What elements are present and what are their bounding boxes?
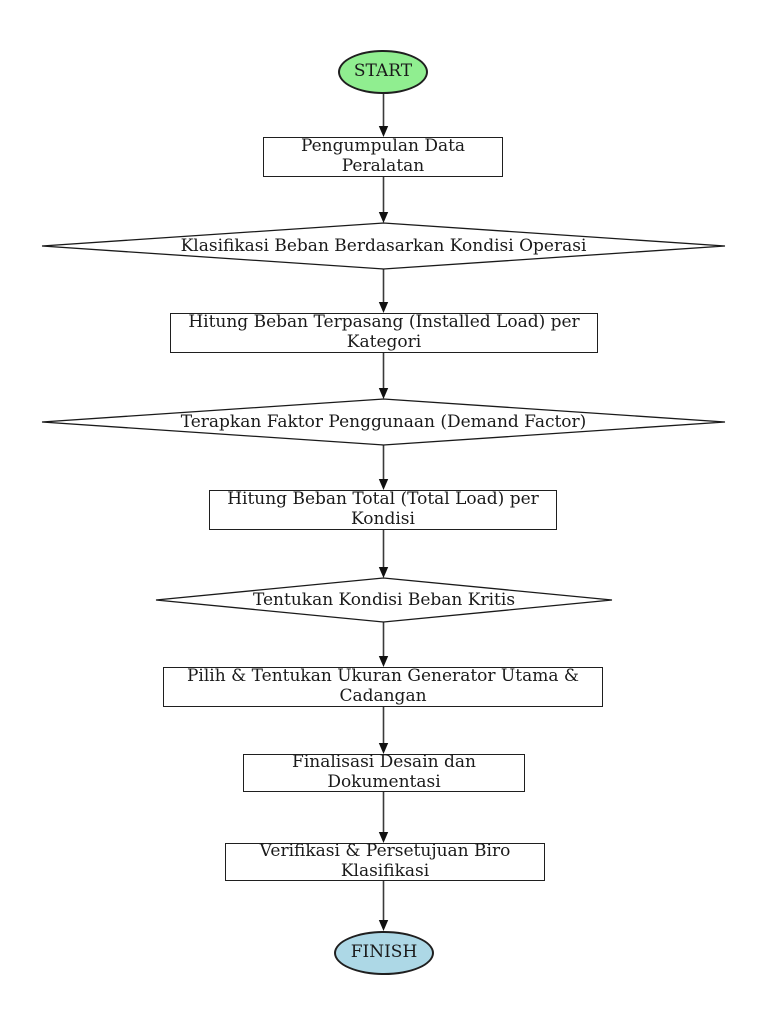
- finish-terminator-node: FINISH: [334, 931, 434, 975]
- arrow-verifikasi-to-finish: [378, 881, 389, 931]
- process-pengumpulan-data: Pengumpulan Data Peralatan: [263, 137, 503, 177]
- process-hitung-beban-total: Hitung Beban Total (Total Load) per Kond…: [209, 490, 557, 530]
- finish-label: FINISH: [350, 942, 418, 963]
- decision-diamond-klasifikasi-beban: [41, 222, 726, 270]
- process-finalisasi-desain: Finalisasi Desain dan Dokumentasi: [243, 752, 525, 792]
- process-label: Pilih & Tentukan Ukuran Generator Utama …: [186, 666, 580, 706]
- arrow-kritis-to-generator: [378, 622, 389, 667]
- process-pilih-generator: Pilih & Tentukan Ukuran Generator Utama …: [163, 667, 603, 707]
- arrow-start-to-pengumpulan: [378, 94, 389, 137]
- process-verifikasi-biro: Verifikasi & Persetujuan Biro Klasifikas…: [225, 841, 545, 881]
- process-label: Hitung Beban Total (Total Load) per Kond…: [227, 489, 539, 529]
- start-label: START: [353, 61, 413, 82]
- decision-label-text: Terapkan Faktor Penggunaan (Demand Facto…: [180, 411, 587, 432]
- process-label: Hitung Beban Terpasang (Installed Load) …: [188, 312, 580, 352]
- decision-diamond-terapkan-faktor: [41, 398, 726, 446]
- arrow-klasifikasi-to-terpasang: [378, 269, 389, 313]
- arrow-finalisasi-to-verifikasi: [378, 792, 389, 843]
- decision-label-terapkan-faktor: Terapkan Faktor Penggunaan (Demand Facto…: [42, 399, 725, 445]
- process-label: Verifikasi & Persetujuan Biro Klasifikas…: [259, 841, 511, 881]
- arrow-terpasang-to-faktor: [378, 353, 389, 399]
- decision-label-tentukan-kritis: Tentukan Kondisi Beban Kritis: [156, 578, 612, 622]
- process-label: Finalisasi Desain dan Dokumentasi: [292, 752, 476, 792]
- decision-label-text: Tentukan Kondisi Beban Kritis: [252, 589, 516, 610]
- decision-label-klasifikasi-beban: Klasifikasi Beban Berdasarkan Kondisi Op…: [42, 223, 725, 269]
- process-label: Pengumpulan Data Peralatan: [300, 136, 466, 176]
- arrow-generator-to-finalisasi: [378, 707, 389, 754]
- arrow-total-to-kritis: [378, 530, 389, 578]
- arrow-faktor-to-total: [378, 445, 389, 490]
- decision-diamond-tentukan-kritis: [155, 577, 613, 623]
- process-hitung-beban-terpasang: Hitung Beban Terpasang (Installed Load) …: [170, 313, 598, 353]
- start-terminator-node: START: [338, 50, 428, 94]
- decision-label-text: Klasifikasi Beban Berdasarkan Kondisi Op…: [180, 235, 587, 256]
- arrow-pengumpulan-to-klasifikasi: [378, 177, 389, 223]
